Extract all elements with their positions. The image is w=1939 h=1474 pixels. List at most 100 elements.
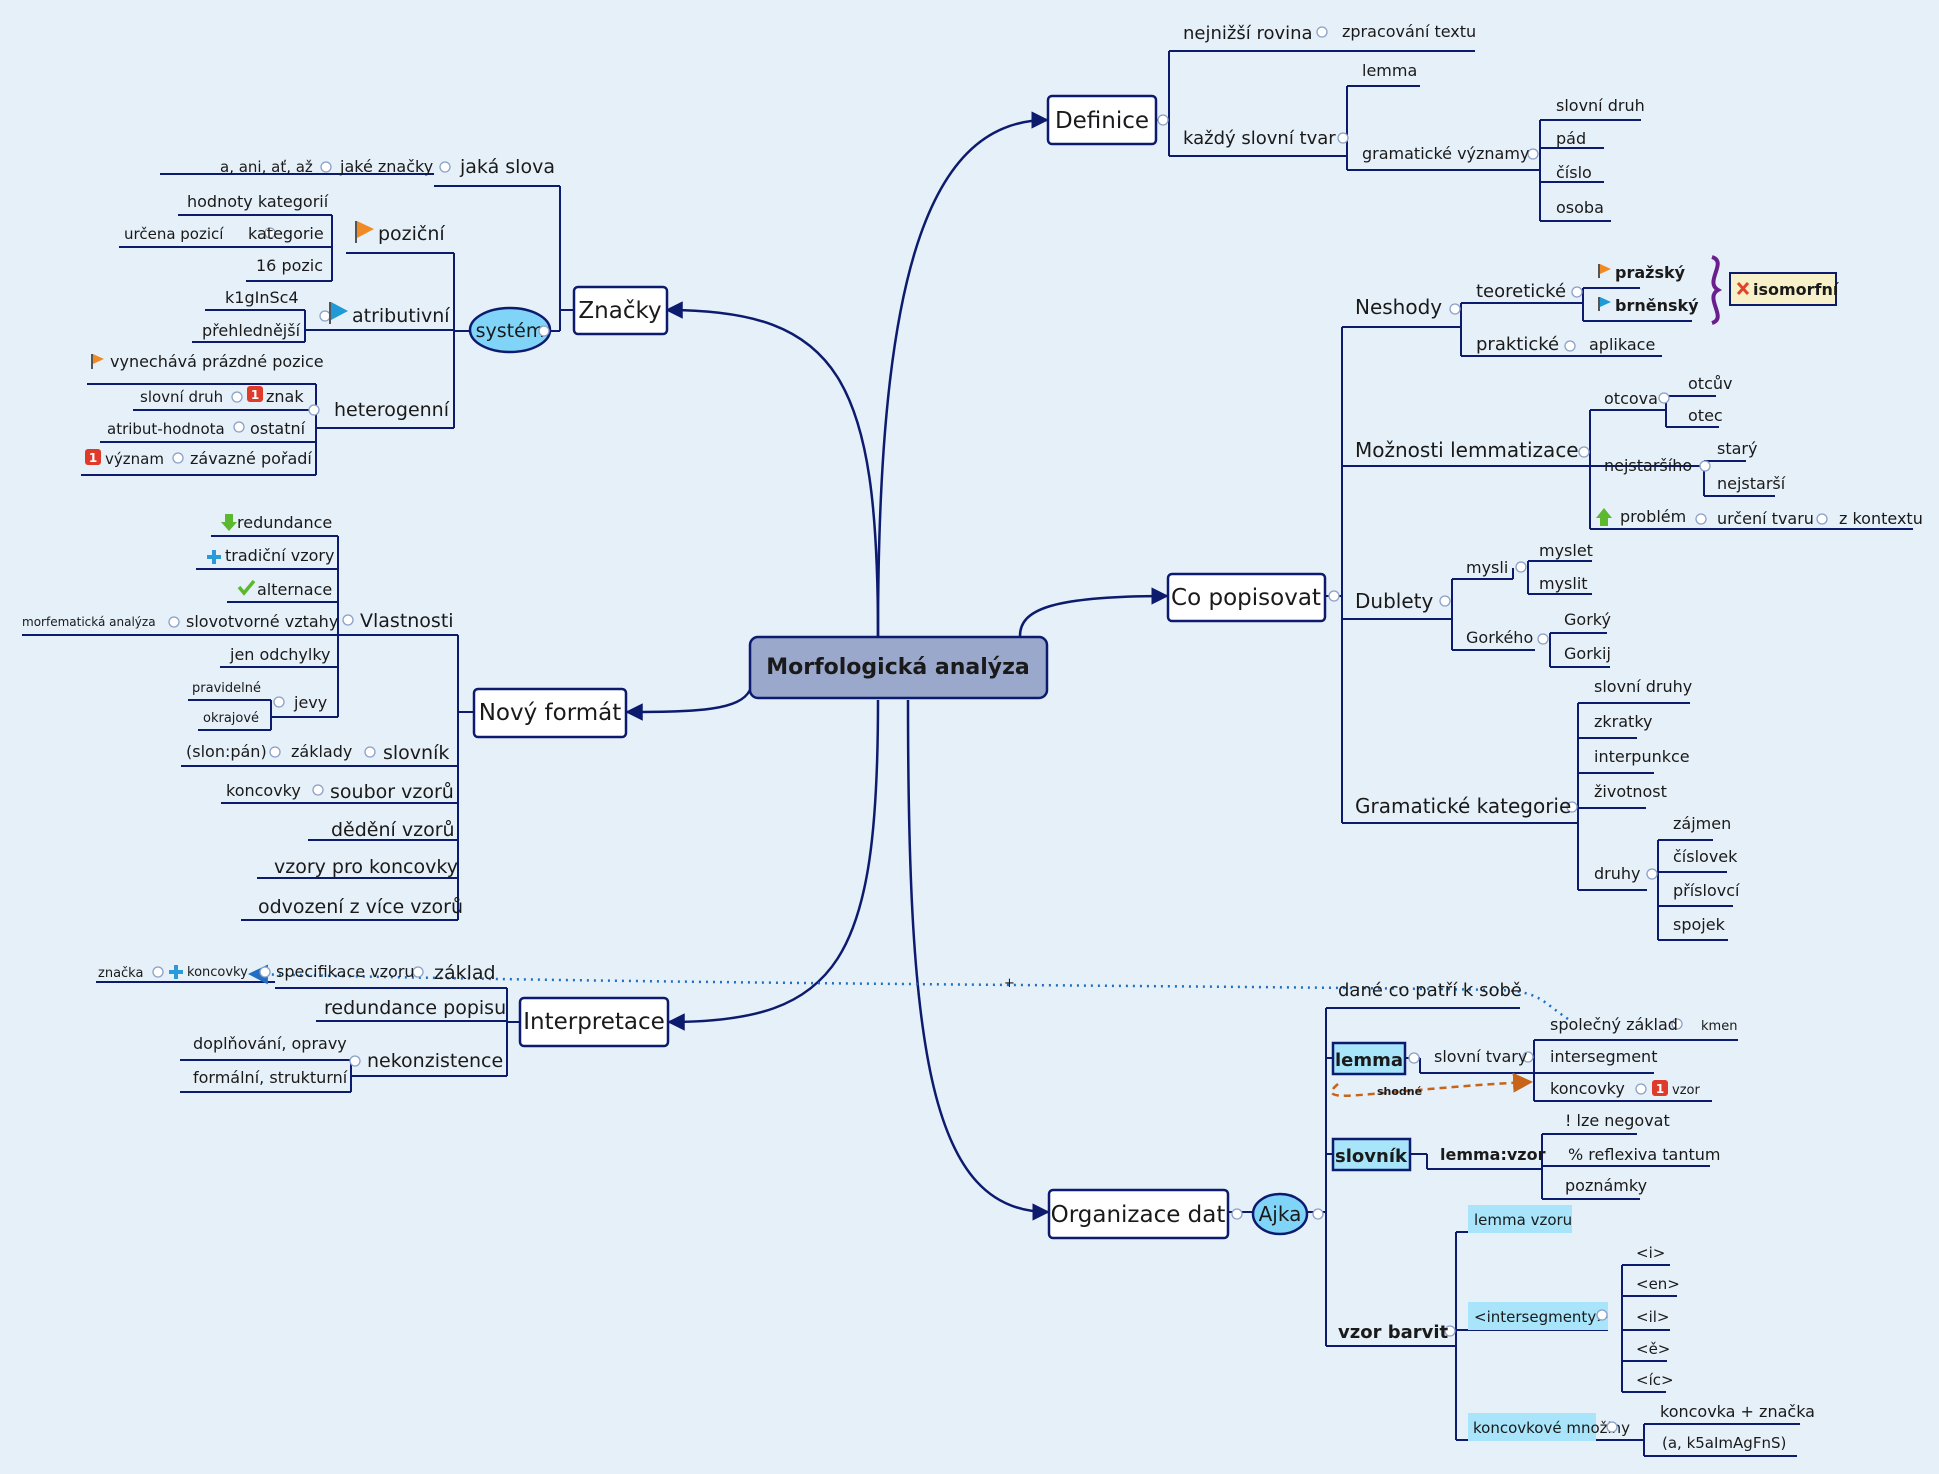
- label-formalni: formální, strukturní: [193, 1068, 348, 1087]
- node-ajka[interactable]: Ajka: [1251, 1192, 1309, 1236]
- label-myslet: myslet: [1539, 541, 1593, 560]
- label-stary: starý: [1717, 439, 1757, 458]
- label-heterogenni: heterogenní: [334, 399, 450, 421]
- label-slovnik: slovník: [383, 742, 449, 764]
- label-neshody: Neshody: [1355, 295, 1442, 319]
- label-kategorie: kategorie: [248, 224, 324, 243]
- label-pozicni: poziční: [378, 223, 445, 245]
- label-moznosti-lemmatizace: Možnosti lemmatizace: [1355, 438, 1579, 462]
- label-otec: otec: [1688, 406, 1723, 425]
- label-a-ani: a, ani, ať, až: [220, 158, 313, 176]
- label-zivotnost: životnost: [1594, 782, 1667, 801]
- label-koncovkove-mnoziny[interactable]: koncovkové množiny: [1468, 1413, 1630, 1441]
- label-nejstarsiho: nejstaršího: [1604, 456, 1692, 475]
- label-lemma-vzor: lemma:vzor: [1440, 1145, 1546, 1164]
- intersegmenty-text: <intersegmenty>: [1474, 1308, 1609, 1326]
- label-prakticke: praktické: [1476, 334, 1559, 355]
- label-inter-ic: <íc>: [1636, 1371, 1674, 1389]
- label-cislovek: číslovek: [1673, 847, 1738, 866]
- label-lze-negovat: ! lze negovat: [1565, 1111, 1670, 1130]
- node-lemma-box[interactable]: lemma: [1331, 1041, 1407, 1076]
- branch-lines: [22, 50, 1913, 1457]
- label-slovni-druhy: slovní druhy: [1594, 677, 1692, 696]
- labels-organizace: dané co patří k sobě slovní tvary společ…: [1338, 980, 1815, 1452]
- flag-blue-icon: [1598, 297, 1611, 311]
- label-inter-il: <il>: [1636, 1308, 1669, 1326]
- label-vyznam: význam: [105, 450, 164, 468]
- label-atributivni: atributivní: [352, 305, 450, 327]
- callout-isomorfni[interactable]: isomorfní: [1711, 255, 1840, 325]
- label-zavazne-poradi: závazné pořadí: [190, 449, 312, 468]
- node-slovnik-box[interactable]: slovník: [1331, 1137, 1412, 1172]
- label-alternace: alternace: [257, 580, 332, 599]
- cross-icon: [1736, 281, 1750, 296]
- label-slovni-druh: slovní druh: [140, 388, 223, 406]
- label-druhy: druhy: [1594, 864, 1640, 883]
- node-znacky[interactable]: Značky: [572, 285, 669, 336]
- label-cislo: číslo: [1556, 163, 1592, 182]
- label-jake-znacky: jaké značky: [339, 157, 433, 176]
- node-organizace-dat[interactable]: Organizace dat: [1047, 1188, 1230, 1240]
- interpretace-label: Interpretace: [523, 1009, 665, 1035]
- label-problem: problém: [1620, 507, 1686, 526]
- label-otcuv: otcův: [1688, 374, 1732, 393]
- label-intersegmenty[interactable]: <intersegmenty>: [1468, 1302, 1609, 1330]
- labels-co-popisovat: Neshody teoretické pražský brněnský prak…: [1355, 263, 1923, 934]
- label-gramaticke-kategorie: Gramatické kategorie: [1355, 794, 1571, 818]
- label-zajmen: zájmen: [1673, 814, 1731, 833]
- collapse-markers[interactable]: [152, 26, 1828, 1433]
- label-specifikace-vzoru: specifikace vzoru: [276, 962, 415, 981]
- label-slovni-tvary: slovní tvary: [1434, 1047, 1527, 1066]
- label-poznamky: poznámky: [1565, 1176, 1647, 1195]
- node-interpretace[interactable]: Interpretace: [518, 996, 670, 1048]
- priority-1-icon: 1: [1652, 1080, 1668, 1096]
- label-dublety: Dublety: [1355, 589, 1433, 613]
- node-definice[interactable]: Definice: [1046, 94, 1158, 146]
- shodne-label: shodné: [1377, 1085, 1422, 1098]
- label-odvozeni: odvození z více vzorů: [258, 896, 463, 918]
- label-vlastnosti: Vlastnosti: [360, 610, 454, 632]
- znacky-label: Značky: [578, 298, 661, 324]
- flag-orange-icon: [91, 354, 104, 369]
- label-zaklad: základ: [434, 962, 496, 984]
- main-connectors: [625, 111, 1169, 1221]
- novy-format-label: Nový formát: [479, 700, 622, 726]
- label-spolecny-zaklad: společný základ: [1550, 1015, 1678, 1034]
- label-redundance: redundance: [237, 513, 332, 532]
- label-koncovky: koncovky: [226, 781, 301, 800]
- relationship-shodne[interactable]: [1330, 1072, 1533, 1097]
- svg-text:1: 1: [251, 388, 259, 402]
- label-redundance-popisu: redundance popisu: [324, 997, 506, 1019]
- label-urceni-tvaru: určení tvaru: [1717, 509, 1814, 528]
- priority-1-icon: 1: [85, 449, 101, 465]
- arrow-up-green-icon: [1596, 508, 1612, 526]
- node-co-popisovat[interactable]: Co popisovat: [1166, 572, 1327, 623]
- label-lemma: lemma: [1362, 61, 1417, 80]
- label-zpracovani-textu: zpracování textu: [1342, 22, 1476, 41]
- node-system[interactable]: systém: [468, 306, 552, 354]
- label-myslit: myslit: [1539, 574, 1588, 593]
- label-morfematicka: morfematická analýza: [22, 615, 156, 629]
- flag-orange-icon: [1598, 264, 1611, 278]
- label-lemma-vzoru[interactable]: lemma vzoru: [1468, 1205, 1572, 1233]
- label-koncovka-znacka: koncovka + značka: [1660, 1402, 1815, 1421]
- label-intersegment: intersegment: [1550, 1047, 1657, 1066]
- label-gorkij: Gorkij: [1564, 644, 1611, 663]
- label-kmen: kmen: [1701, 1019, 1737, 1034]
- label-inter-i: <i>: [1636, 1244, 1665, 1262]
- label-k5: (a, k5aImAgFnS): [1662, 1434, 1786, 1452]
- priority-1-icon: 1: [247, 386, 263, 402]
- label-interpunkce: interpunkce: [1594, 747, 1690, 766]
- central-topic[interactable]: Morfologická analýza: [748, 635, 1049, 700]
- flag-blue-icon: [329, 302, 348, 324]
- node-novy-format[interactable]: Nový formát: [472, 687, 628, 739]
- labels-interpretace: základ specifikace vzoru koncovky značka…: [98, 962, 506, 1087]
- label-vynechava: vynechává prázdné pozice: [110, 352, 324, 371]
- label-gorky: Gorký: [1564, 610, 1611, 629]
- label-pravidelne: pravidelné: [192, 681, 261, 696]
- label-slovni-druh: slovní druh: [1556, 96, 1645, 115]
- label-prehlednejsi: přehlednější: [202, 321, 301, 340]
- label-tradicni-vzory: tradiční vzory: [225, 546, 334, 565]
- label-znacka: značka: [98, 966, 143, 981]
- label-teoreticke: teoretické: [1476, 281, 1566, 302]
